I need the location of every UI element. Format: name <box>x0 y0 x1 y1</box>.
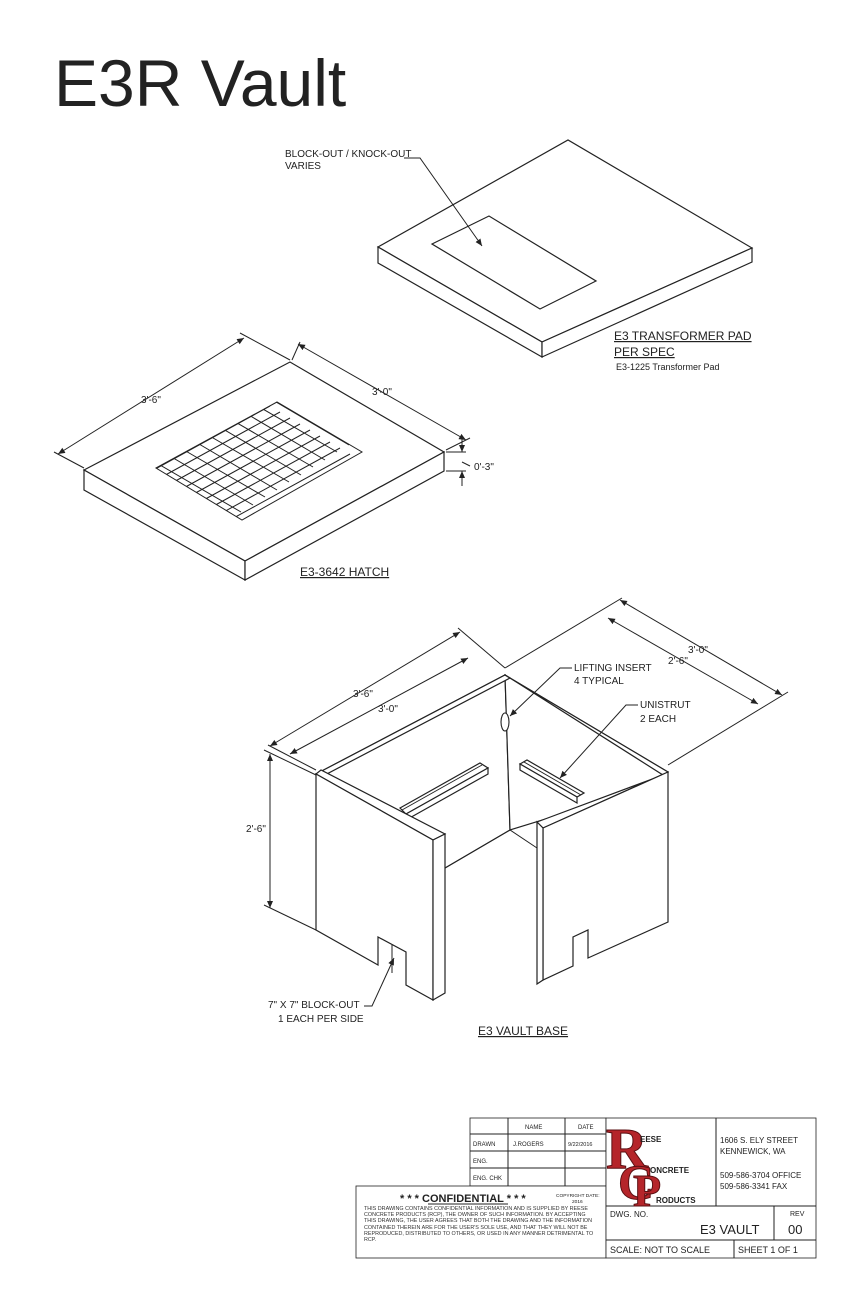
vault-dim-outer-right: 3'-0" <box>688 645 708 656</box>
blockout-callout-line-1: 7" X 7" BLOCK-OUT <box>268 1000 360 1011</box>
lifting-callout-line-2: 4 TYPICAL <box>574 676 624 687</box>
logo-line-2: ONCRETE <box>650 1166 690 1175</box>
logo-letter-r: R <box>606 1116 649 1181</box>
unistrut-callout-line-2: 2 EACH <box>640 714 676 725</box>
dwg-no-label: DWG. NO. <box>610 1210 648 1219</box>
address-line-2: KENNEWICK, WA <box>720 1147 786 1156</box>
row-drawn-date: 9/22/2016 <box>568 1142 592 1148</box>
hatch-dim-length: 3'-6" <box>141 395 161 406</box>
col-name: NAME <box>525 1125 542 1131</box>
pad-label-line-1: E3 TRANSFORMER PAD <box>614 329 752 343</box>
logo-line-3: RODUCTS <box>656 1196 696 1205</box>
lifting-insert <box>500 712 510 732</box>
rev-label: REV <box>790 1211 805 1218</box>
pad-callout-line-1: BLOCK-OUT / KNOCK-OUT <box>285 149 412 160</box>
pad-label: E3 TRANSFORMER PAD PER SPEC E3-1225 Tran… <box>614 329 752 372</box>
row-drawn-name: J.ROGERS <box>513 1142 544 1148</box>
vault-dim-outer-left: 3'-6" <box>353 689 373 700</box>
address-line-1: 1606 S. ELY STREET <box>720 1136 798 1145</box>
phone-office: 509-586-3704 OFFICE <box>720 1171 801 1180</box>
vault-base <box>314 673 670 1002</box>
hatch-label: E3-3642 HATCH <box>300 565 389 579</box>
sheet-text: SHEET 1 OF 1 <box>738 1245 798 1255</box>
pad-blockout-opening <box>430 215 598 310</box>
hatch-dimensions: 3'-6" 3'-0" 0'-3" <box>53 332 494 486</box>
dwg-no-value: E3 VAULT <box>700 1222 760 1237</box>
unistrut-left <box>399 762 490 822</box>
vault-dimensions: 3'-6" 3'-0" 3'-0" 2'-6" 2'-6" <box>246 597 789 931</box>
logo-letter-c: C <box>618 1154 654 1210</box>
pad-label-line-2: PER SPEC <box>614 345 675 359</box>
unistrut-callout-line-1: UNISTRUT <box>640 700 691 711</box>
confidential-body: THIS DRAWING CONTAINS CONFIDENTIAL INFOR… <box>364 1206 594 1244</box>
confidential-heading: * * * CONFIDENTIAL * * * <box>400 1193 526 1205</box>
page-title: E3R Vault <box>54 46 346 120</box>
title-block: NAME DATE DRAWN J.ROGERS 9/22/2016 ENG. … <box>355 1116 817 1259</box>
logo-line-1: EESE <box>640 1135 662 1144</box>
hatch-dim-thickness: 0'-3" <box>474 462 494 473</box>
row-eng-role: ENG. <box>473 1159 488 1165</box>
rev-value: 00 <box>788 1222 802 1237</box>
rcp-logo: R C P EESE ONCRETE RODUCTS <box>606 1116 697 1217</box>
pad-callout-line-2: VARIES <box>285 161 321 172</box>
copyright-year: 2016 <box>572 1199 583 1205</box>
scale-text: SCALE: NOT TO SCALE <box>610 1245 710 1255</box>
pad-sublabel: E3-1225 Transformer Pad <box>616 362 720 372</box>
lifting-callout-line-1: LIFTING INSERT <box>574 663 652 674</box>
hatch-dim-width: 3'-0" <box>372 387 392 398</box>
vault-dim-height: 2'-6" <box>246 824 266 835</box>
copyright-label: COPYRIGHT DATE: <box>556 1193 600 1199</box>
row-engchk-role: ENG. CHK <box>473 1176 502 1182</box>
transformer-pad <box>376 139 754 359</box>
vault-dim-inner-right: 2'-6" <box>668 656 688 667</box>
pad-callout-leader <box>404 157 483 247</box>
phone-fax: 509-586-3341 FAX <box>720 1182 788 1191</box>
row-drawn-role: DRAWN <box>473 1142 495 1148</box>
vault-callouts: LIFTING INSERT 4 TYPICAL UNISTRUT 2 EACH… <box>268 663 691 1025</box>
col-date: DATE <box>578 1125 594 1131</box>
blockout-callout-line-2: 1 EACH PER SIDE <box>278 1014 364 1025</box>
vault-dim-inner-left: 3'-0" <box>378 704 398 715</box>
vault-label: E3 VAULT BASE <box>478 1024 568 1038</box>
logo-letter-p: P <box>633 1165 661 1216</box>
unistrut-right <box>518 759 586 805</box>
pad-callout: BLOCK-OUT / KNOCK-OUT VARIES <box>285 149 483 247</box>
